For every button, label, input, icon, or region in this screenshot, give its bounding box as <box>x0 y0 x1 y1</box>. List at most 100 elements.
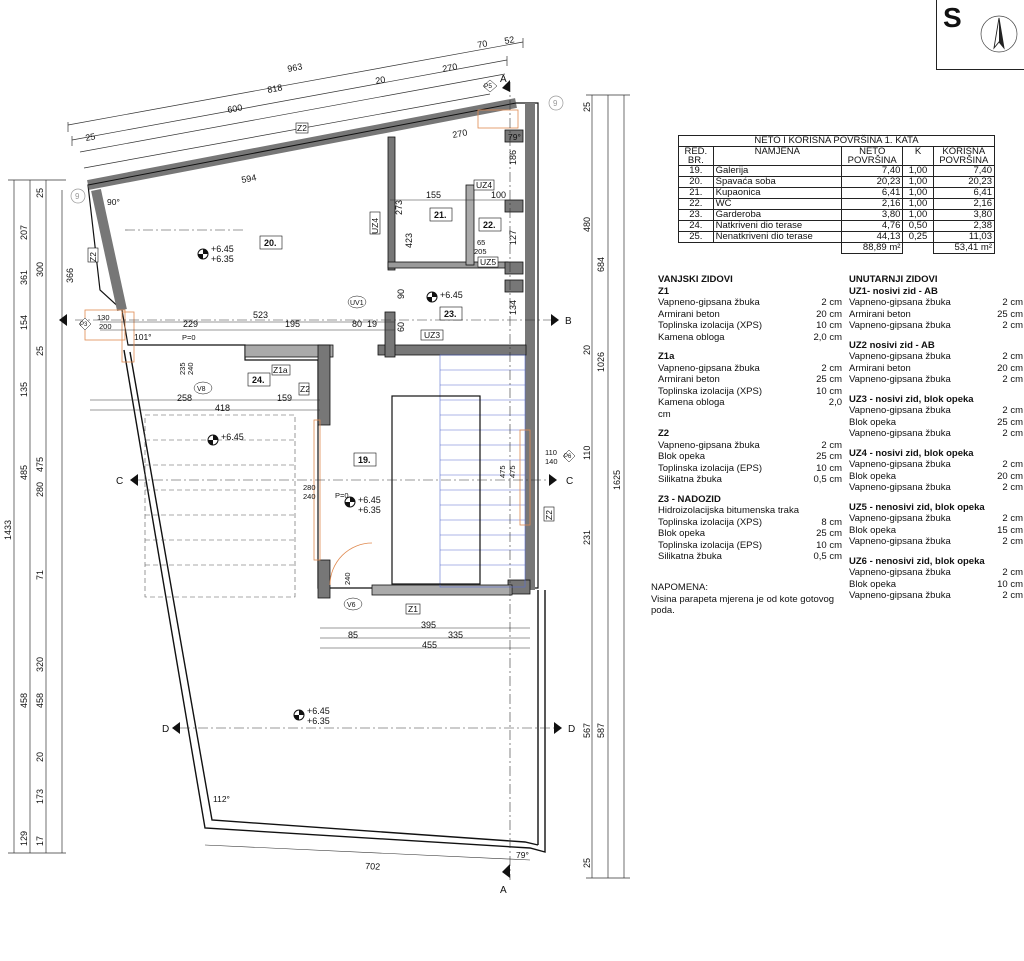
section-a-top: A <box>500 74 507 85</box>
wall-layer-label: Vapneno-gipsana žbuka <box>658 297 760 308</box>
opening-205: 205 <box>474 247 487 256</box>
wall-layer-label: Hidroizolacijska bitumenska traka <box>658 505 799 516</box>
dim-159: 159 <box>277 393 292 403</box>
dim-52: 52 <box>504 34 516 46</box>
dim-423: 423 <box>404 233 414 248</box>
dim-left-207: 207 <box>19 225 29 240</box>
wall-layer-value: 2 cm <box>1002 536 1023 547</box>
cell-k: 1,00 <box>902 198 934 210</box>
angle-112: 112° <box>213 794 230 804</box>
wall-layer: Toplinska izolacija (XPS)10 cm <box>658 386 842 398</box>
section-c-left: C <box>116 476 123 487</box>
wall-layer-label: Vapneno-gipsana žbuka <box>849 374 951 385</box>
dim-258: 258 <box>177 393 192 403</box>
svg-text:Z2: Z2 <box>297 123 307 133</box>
wall-layer-label: Blok opeka <box>849 524 897 536</box>
wall-layer-value: 2 cm <box>1002 351 1023 362</box>
dim-right-25b: 25 <box>582 858 592 868</box>
dim-left-135: 135 <box>19 382 29 397</box>
dim-right-684: 684 <box>596 257 606 272</box>
svg-text:+6.35: +6.35 <box>307 716 330 726</box>
svg-text:+6.45: +6.45 <box>211 244 234 254</box>
wall-layer-value: 2 cm <box>821 439 842 451</box>
wall-layer-value: 0,5 cm <box>813 551 842 562</box>
svg-text:V8: V8 <box>197 386 206 393</box>
wall-layer-value: 2 cm <box>1002 513 1023 524</box>
svg-text:9: 9 <box>75 192 80 201</box>
wall-type-name: UZ2 nosivi zid - AB <box>849 339 935 351</box>
wall-layer-label: Blok opeka <box>849 578 897 590</box>
spacer <box>849 548 1023 556</box>
cell-k: 1,00 <box>902 209 934 221</box>
cell-korisna: 6,41 <box>932 187 996 199</box>
dim-127: 127 <box>508 230 518 245</box>
dim-335: 335 <box>448 630 463 640</box>
pergola-slats <box>144 414 296 598</box>
dim-left-25b: 25 <box>35 346 45 356</box>
wall-layer-label: Kamena obloga <box>658 331 725 343</box>
angle-101: 101° <box>134 332 152 342</box>
angle-79-bottom: 79° <box>516 850 529 860</box>
dim-left-154: 154 <box>19 315 29 330</box>
wall-layer-label: Armirani beton <box>658 374 720 385</box>
dim-left-1433: 1433 <box>3 520 13 540</box>
wall-layer-value: 8 cm <box>821 516 842 528</box>
tag-uv1: UV1 <box>347 295 367 309</box>
wall-layer-value: 2 cm <box>1002 297 1023 308</box>
level-marker-24: +6.45 <box>207 432 244 446</box>
wall-layer-label: Toplinska izolacija (XPS) <box>658 320 763 331</box>
room-19: 19. <box>353 452 377 467</box>
right-dimension-lines <box>586 94 630 879</box>
dim-963: 963 <box>287 61 304 74</box>
wall-layer-value: 25 cm <box>997 308 1023 320</box>
sill-1: P=0 <box>182 333 196 342</box>
cell-name: Garderoba <box>712 209 843 221</box>
grid-bubble-labels: 99 <box>75 99 558 201</box>
cell-neto: 3,80 <box>841 209 904 221</box>
wall-layer-value: 2 cm <box>1002 482 1023 493</box>
wall-layer-value: 2 cm <box>1002 428 1023 439</box>
svg-text:Z2: Z2 <box>300 384 310 394</box>
cell-neto: 44,13 <box>841 231 904 243</box>
cell-k: 1,00 <box>902 165 934 177</box>
wall-type-name: UZ3 - nosivi zid, blok opeka <box>849 393 974 405</box>
wall-layer-label: Armirani beton <box>658 308 720 320</box>
wall-layer-value: 25 cm <box>816 451 842 462</box>
sill-2: P=0 <box>335 491 349 500</box>
level-marker-19: +6.45+6.35 <box>344 495 381 515</box>
top-dimension-texts: 963 70 52 818 20 270 600 25 270 <box>85 34 516 143</box>
wall-layer-value: 20 cm <box>816 308 842 320</box>
dim-818: 818 <box>267 82 284 95</box>
dim-right-231: 231 <box>582 530 592 545</box>
opening-140: 140 <box>545 457 558 466</box>
stairs <box>439 354 526 588</box>
svg-text:+6.45: +6.45 <box>221 432 244 442</box>
section-markers <box>59 80 562 878</box>
note-text: Visina parapeta mjerena je od kote gotov… <box>651 593 835 617</box>
spacer <box>658 563 842 571</box>
wall-type-name: UZ6 - nenosivi zid, blok opeka <box>849 555 985 567</box>
svg-text:20.: 20. <box>264 238 277 248</box>
total-korisna: 53,41 m² <box>932 242 996 254</box>
wall-type-name: Z2 <box>658 428 670 439</box>
dim-right-25a: 25 <box>582 102 592 112</box>
wall-layer-value: 2 cm <box>1002 320 1023 331</box>
compass-letter: S <box>943 2 962 33</box>
section-d-right: D <box>568 724 575 735</box>
